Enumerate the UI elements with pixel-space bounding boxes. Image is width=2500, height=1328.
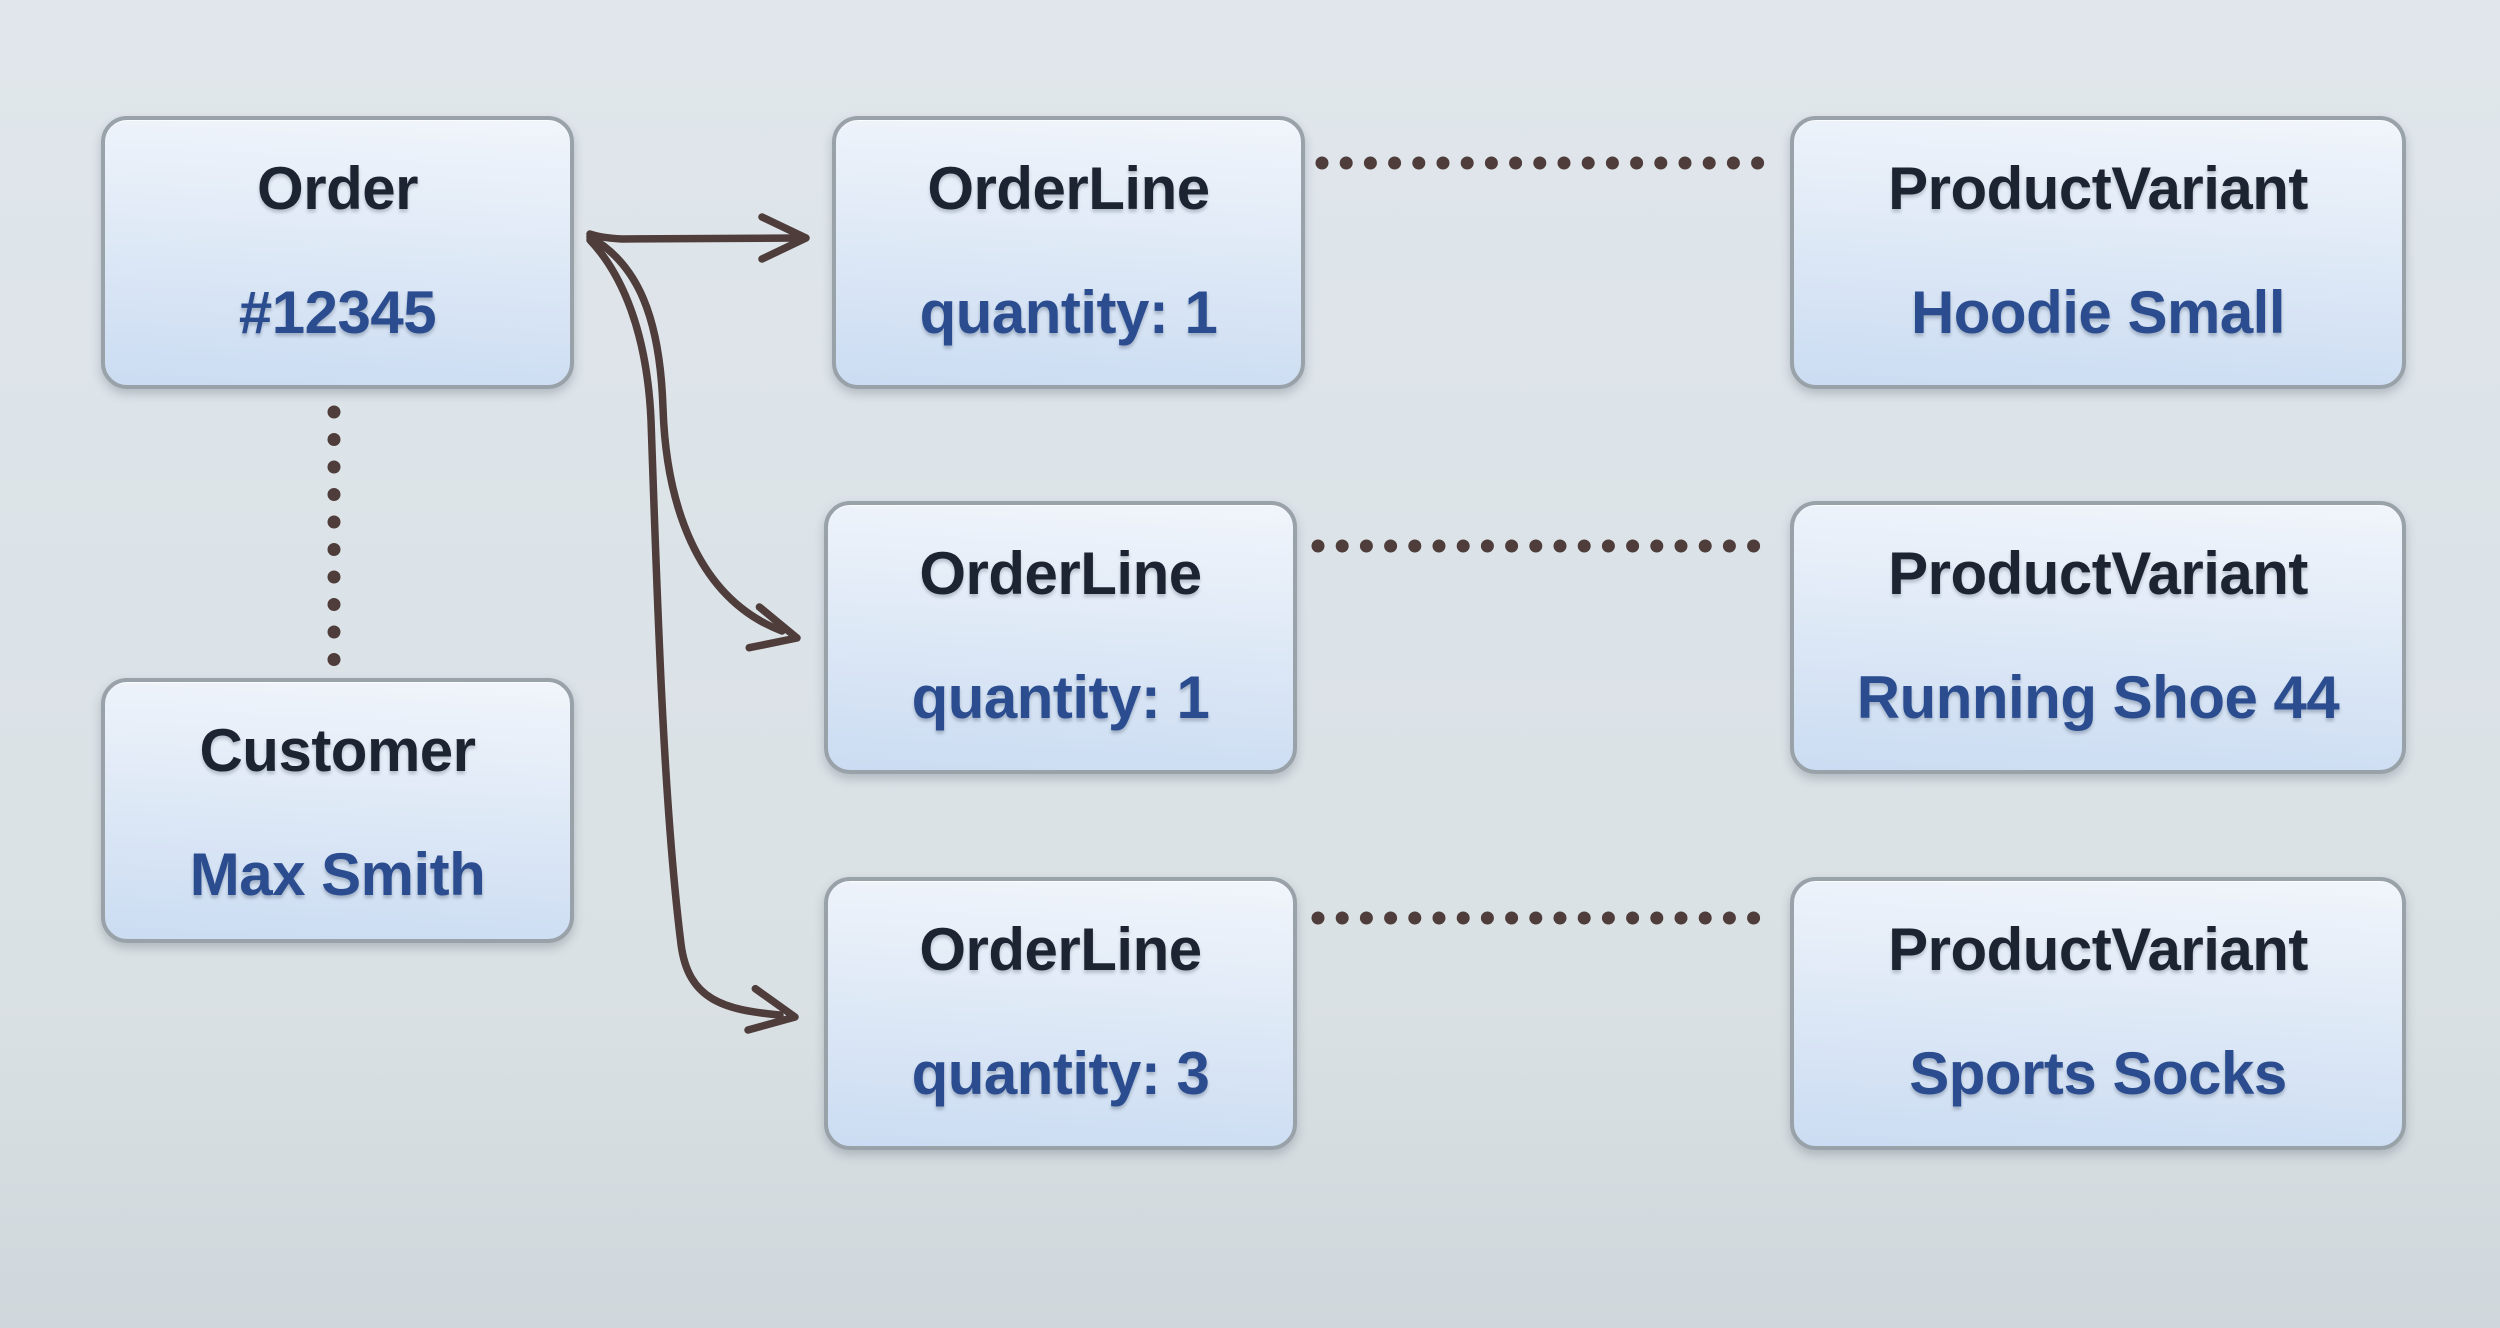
arrow-order-orderline2-head	[745, 603, 801, 652]
order-node: Order #12345	[101, 116, 574, 389]
orderline-node-3: OrderLine quantity: 3	[824, 877, 1297, 1150]
productvariant-node-3-label: Sports Socks	[1909, 1040, 2287, 1107]
arrow-order-orderline2-shaft	[586, 233, 786, 635]
order-node-label: #12345	[238, 279, 437, 346]
productvariant-node-3-type: ProductVariant	[1888, 916, 2308, 983]
productvariant-node-2-label: Running Shoe 44	[1856, 664, 2340, 731]
arrow-order-orderline3-shaft	[586, 236, 784, 1019]
arrow-order-orderline1-head	[758, 213, 810, 263]
orderline-node-2-label: quantity: 1	[911, 664, 1210, 731]
productvariant-node-1-type: ProductVariant	[1888, 155, 2308, 222]
orderline-node-1: OrderLine quantity: 1	[832, 116, 1305, 389]
customer-node-label: Max Smith	[189, 841, 486, 908]
orderline-node-2: OrderLine quantity: 1	[824, 501, 1297, 774]
orderline-node-1-type: OrderLine	[927, 155, 1210, 222]
productvariant-node-1: ProductVariant Hoodie Small	[1790, 116, 2406, 389]
productvariant-node-3: ProductVariant Sports Socks	[1790, 877, 2406, 1150]
customer-node: Customer Max Smith	[101, 678, 574, 943]
arrow-order-orderline3-head	[744, 984, 799, 1034]
productvariant-node-2: ProductVariant Running Shoe 44	[1790, 501, 2406, 774]
productvariant-node-1-label: Hoodie Small	[1910, 279, 2286, 346]
order-node-type: Order	[257, 155, 418, 222]
orderline-node-3-label: quantity: 3	[911, 1040, 1210, 1107]
customer-node-type: Customer	[199, 717, 476, 784]
orderline-node-1-label: quantity: 1	[919, 279, 1218, 346]
arrow-order-orderline1-shaft	[586, 230, 802, 243]
orderline-node-2-type: OrderLine	[919, 540, 1202, 607]
orderline-node-3-type: OrderLine	[919, 916, 1202, 983]
productvariant-node-2-type: ProductVariant	[1888, 540, 2308, 607]
